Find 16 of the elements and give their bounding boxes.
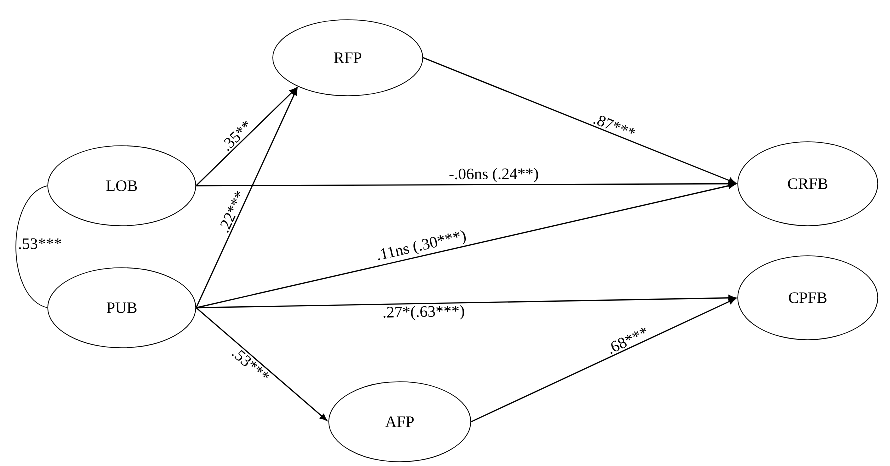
arrow <box>196 308 328 422</box>
arrow <box>196 181 736 188</box>
edge-label: .68*** <box>610 328 646 354</box>
edge-label: .11ns (.30***) <box>378 230 466 261</box>
edge-label: .22*** <box>220 191 241 233</box>
edge-label: -.06ns (.24**) <box>450 168 538 183</box>
arrow <box>471 298 736 423</box>
arrow <box>423 57 736 184</box>
arrow <box>196 88 298 308</box>
edge-label: .27*(.63***) <box>384 305 464 321</box>
arrow <box>196 182 736 309</box>
arrow <box>196 295 736 309</box>
arrow <box>196 88 298 186</box>
edge-label: .87*** <box>594 116 636 134</box>
correlation-curve <box>16 186 48 308</box>
edge-label: .53*** <box>17 238 64 250</box>
